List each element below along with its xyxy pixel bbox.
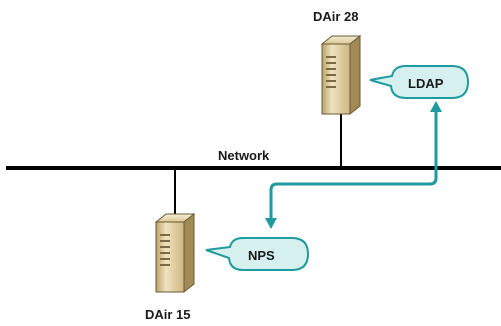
network-label: Network [218, 148, 270, 163]
connection-arrow [265, 101, 442, 229]
ldap-callout: LDAP [369, 65, 470, 99]
server-tower-icon [154, 212, 196, 294]
nps-callout: NPS [205, 237, 310, 271]
server-tower-icon [320, 34, 362, 116]
arrowhead-up-icon [430, 101, 442, 112]
top-server-label: DAir 28 [313, 9, 359, 24]
ldap-label: LDAP [408, 76, 444, 91]
nps-label: NPS [248, 248, 275, 263]
bottom-server-label: DAir 15 [145, 307, 191, 322]
arrowhead-down-icon [265, 218, 277, 229]
